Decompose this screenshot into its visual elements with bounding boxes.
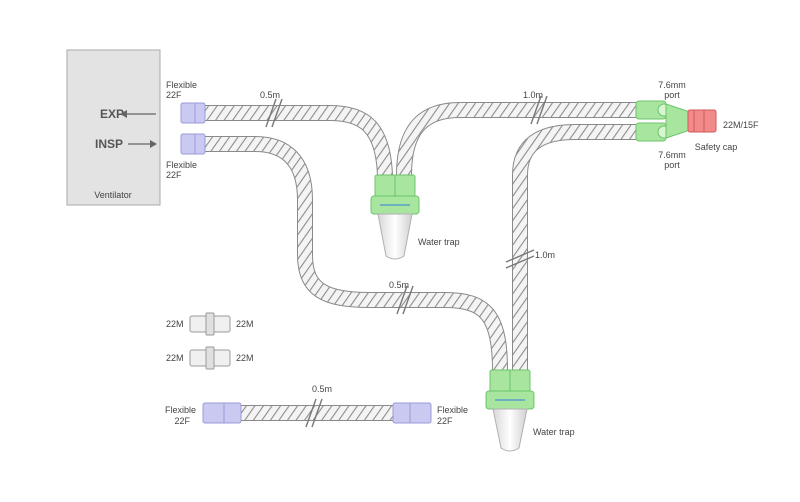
connector-a-left-label: 22M — [166, 319, 184, 329]
lower-water-trap — [485, 369, 535, 452]
exp-label: EXP — [100, 107, 124, 121]
port-bottom-label-2: port — [664, 160, 680, 170]
connector-a-right-label: 22M — [236, 319, 254, 329]
port-top-label-2: port — [664, 90, 680, 100]
y-piece — [635, 100, 717, 142]
spare-right-label-1: Flexible — [437, 405, 468, 415]
tubing — [203, 102, 636, 421]
length-break-marks — [265, 95, 548, 428]
spare-right-label-2: 22F — [437, 416, 453, 426]
safety-cap-label: Safety cap — [695, 142, 738, 152]
water-trap-label-upper: Water trap — [418, 237, 460, 247]
cap-size-label: 22M/15F — [723, 120, 759, 130]
port-top-label-1: 7.6mm — [658, 80, 686, 90]
spare-left-cuff — [202, 402, 242, 424]
spare-left-label-2: 22F — [174, 416, 190, 426]
flex-top-label-1: Flexible — [166, 80, 197, 90]
connector-b-right-label: 22M — [236, 353, 254, 363]
length-exp-top: 0.5m — [260, 90, 280, 100]
exp-arrow-head — [120, 110, 127, 118]
length-insp-middle: 0.5m — [389, 280, 409, 290]
port-bottom-label-1: 7.6mm — [658, 150, 686, 160]
connector-22m-b — [189, 346, 231, 370]
spare-left-label-1: Flexible — [165, 405, 196, 415]
spare-right-cuff — [392, 402, 432, 424]
length-right-vertical: 1.0m — [535, 250, 555, 260]
exp-cuff — [180, 102, 206, 124]
flex-bottom-label-2: 22F — [166, 170, 182, 180]
length-top-right: 1.0m — [523, 90, 543, 100]
length-spare: 0.5m — [312, 384, 332, 394]
water-trap-label-lower: Water trap — [533, 427, 575, 437]
flex-top-label-2: 22F — [166, 90, 182, 100]
safety-cap — [687, 109, 717, 133]
insp-label: INSP — [95, 137, 123, 151]
flex-bottom-label-1: Flexible — [166, 160, 197, 170]
insp-cuff — [180, 133, 206, 155]
insp-tube — [203, 136, 508, 371]
ventilator: Ventilator EXP INSP — [66, 49, 161, 206]
connector-b-left-label: 22M — [166, 353, 184, 363]
connector-22m-a — [189, 312, 231, 336]
ventilator-label: Ventilator — [94, 190, 132, 200]
insp-arrow-head — [150, 140, 157, 148]
upper-water-trap — [370, 174, 420, 260]
